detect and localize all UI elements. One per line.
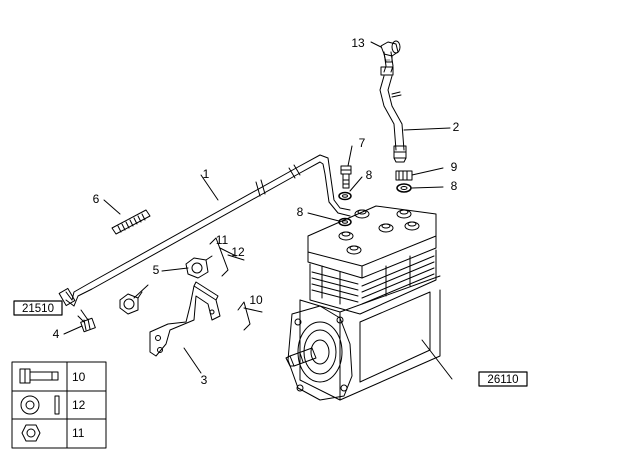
callout-9: 9 bbox=[451, 160, 458, 174]
callout-8-left: 8 bbox=[297, 205, 304, 219]
legend-label-10: 10 bbox=[72, 370, 86, 384]
part-7-bolt bbox=[340, 165, 352, 189]
callout-3: 3 bbox=[201, 373, 208, 387]
callout-8-right: 8 bbox=[451, 179, 458, 193]
legend-table: 10 12 11 bbox=[11, 361, 107, 449]
callout-8-upper: 8 bbox=[366, 168, 373, 182]
part-5-clamp-lower bbox=[119, 291, 143, 315]
part-5-clamp-upper bbox=[185, 255, 213, 279]
ref-box-21510: 21510 bbox=[13, 300, 63, 316]
part-6-threaded-stud bbox=[111, 209, 151, 235]
compressor-assembly bbox=[285, 205, 441, 401]
callout-7: 7 bbox=[359, 136, 366, 150]
callout-1: 1 bbox=[203, 167, 210, 181]
part-8-washer-left bbox=[338, 191, 352, 201]
washer-icon bbox=[20, 395, 60, 415]
legend-label-12: 12 bbox=[72, 398, 86, 412]
legend-label-11: 11 bbox=[72, 426, 85, 440]
callout-numbers: 13 2 1 6 7 8 9 8 8 11 12 5 10 4 3 bbox=[53, 36, 460, 387]
callout-5: 5 bbox=[153, 263, 160, 277]
callout-4: 4 bbox=[53, 327, 60, 341]
part-8-washer-upper bbox=[396, 183, 412, 193]
callout-10: 10 bbox=[249, 293, 263, 307]
callout-11: 11 bbox=[216, 233, 229, 247]
callout-2: 2 bbox=[453, 120, 460, 134]
ref-label-26110: 26110 bbox=[487, 374, 518, 386]
ref-box-26110: 26110 bbox=[478, 371, 528, 387]
callout-12: 12 bbox=[231, 245, 245, 259]
part-1-long-pipe bbox=[58, 154, 351, 307]
part-9-adapter bbox=[395, 170, 413, 181]
callout-6: 6 bbox=[93, 192, 100, 206]
leader-lines bbox=[63, 41, 453, 380]
bolt-icon bbox=[19, 368, 59, 384]
part-13-elbow-fitting bbox=[380, 40, 401, 63]
ref-label-21510: 21510 bbox=[22, 303, 54, 315]
part-3-bracket bbox=[149, 281, 221, 357]
part-2-vertical-pipe bbox=[379, 51, 407, 163]
nut-icon bbox=[21, 424, 41, 442]
callout-13: 13 bbox=[351, 36, 365, 50]
part-4-fitting bbox=[77, 315, 96, 333]
